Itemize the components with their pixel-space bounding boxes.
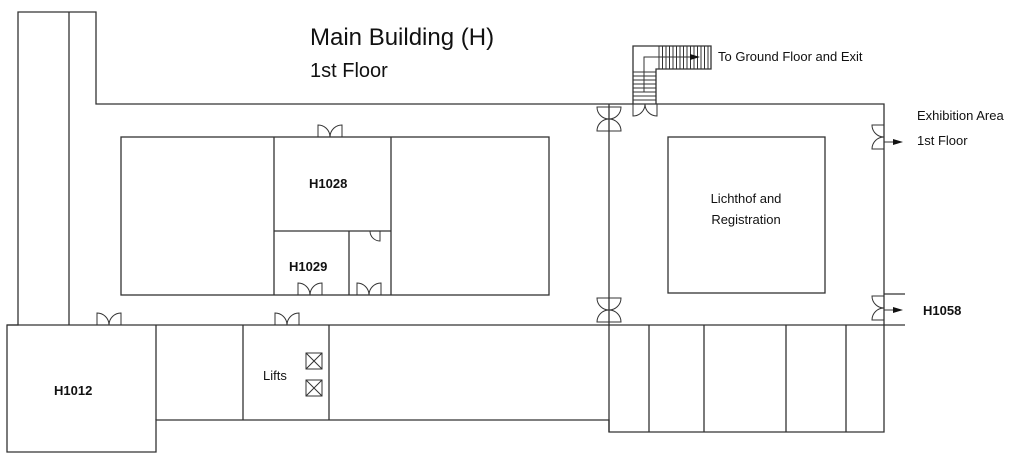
room-h1028: H1028 (309, 176, 348, 191)
door-icon (608, 297, 622, 323)
exhibition-arrow-icon (893, 139, 903, 145)
exhibition-label-line2[interactable]: 1st Floor (917, 133, 968, 148)
stairs (632, 45, 712, 104)
door-icon (274, 312, 300, 326)
lift-icon (305, 379, 323, 397)
door-icon (608, 106, 622, 132)
door-icon (596, 106, 610, 132)
stairs-arrow-icon (690, 54, 700, 60)
door-icon (369, 230, 381, 242)
room-h1029: H1029 (289, 259, 328, 274)
lifts-label: Lifts (263, 368, 287, 383)
walls (6, 11, 905, 453)
door-icon (632, 103, 658, 117)
lichthof-line2: Registration (711, 212, 781, 227)
exhibition-label-line1[interactable]: Exhibition Area (917, 108, 1004, 123)
inner-rooms (120, 136, 826, 296)
door-icon (297, 282, 323, 296)
doors (96, 103, 885, 326)
lichthof-label: Lichthof and Registration (696, 188, 796, 230)
floor-label: 1st Floor (310, 60, 388, 82)
stairs-exit-label[interactable]: To Ground Floor and Exit (718, 49, 863, 64)
page-title: Main Building (H) (310, 24, 495, 51)
door-icon (596, 297, 610, 323)
door-icon (871, 295, 885, 321)
door-icon (356, 282, 382, 296)
room-h1058-link[interactable]: H1058 (923, 303, 962, 318)
door-icon (96, 312, 122, 326)
lichthof-line1: Lichthof and (710, 191, 782, 206)
room-h1012: H1012 (54, 383, 93, 398)
lift-icon (305, 352, 323, 370)
door-icon (871, 124, 885, 150)
door-icon (317, 124, 343, 138)
lichthof-room (667, 136, 826, 294)
h1058-arrow-icon (893, 307, 903, 313)
